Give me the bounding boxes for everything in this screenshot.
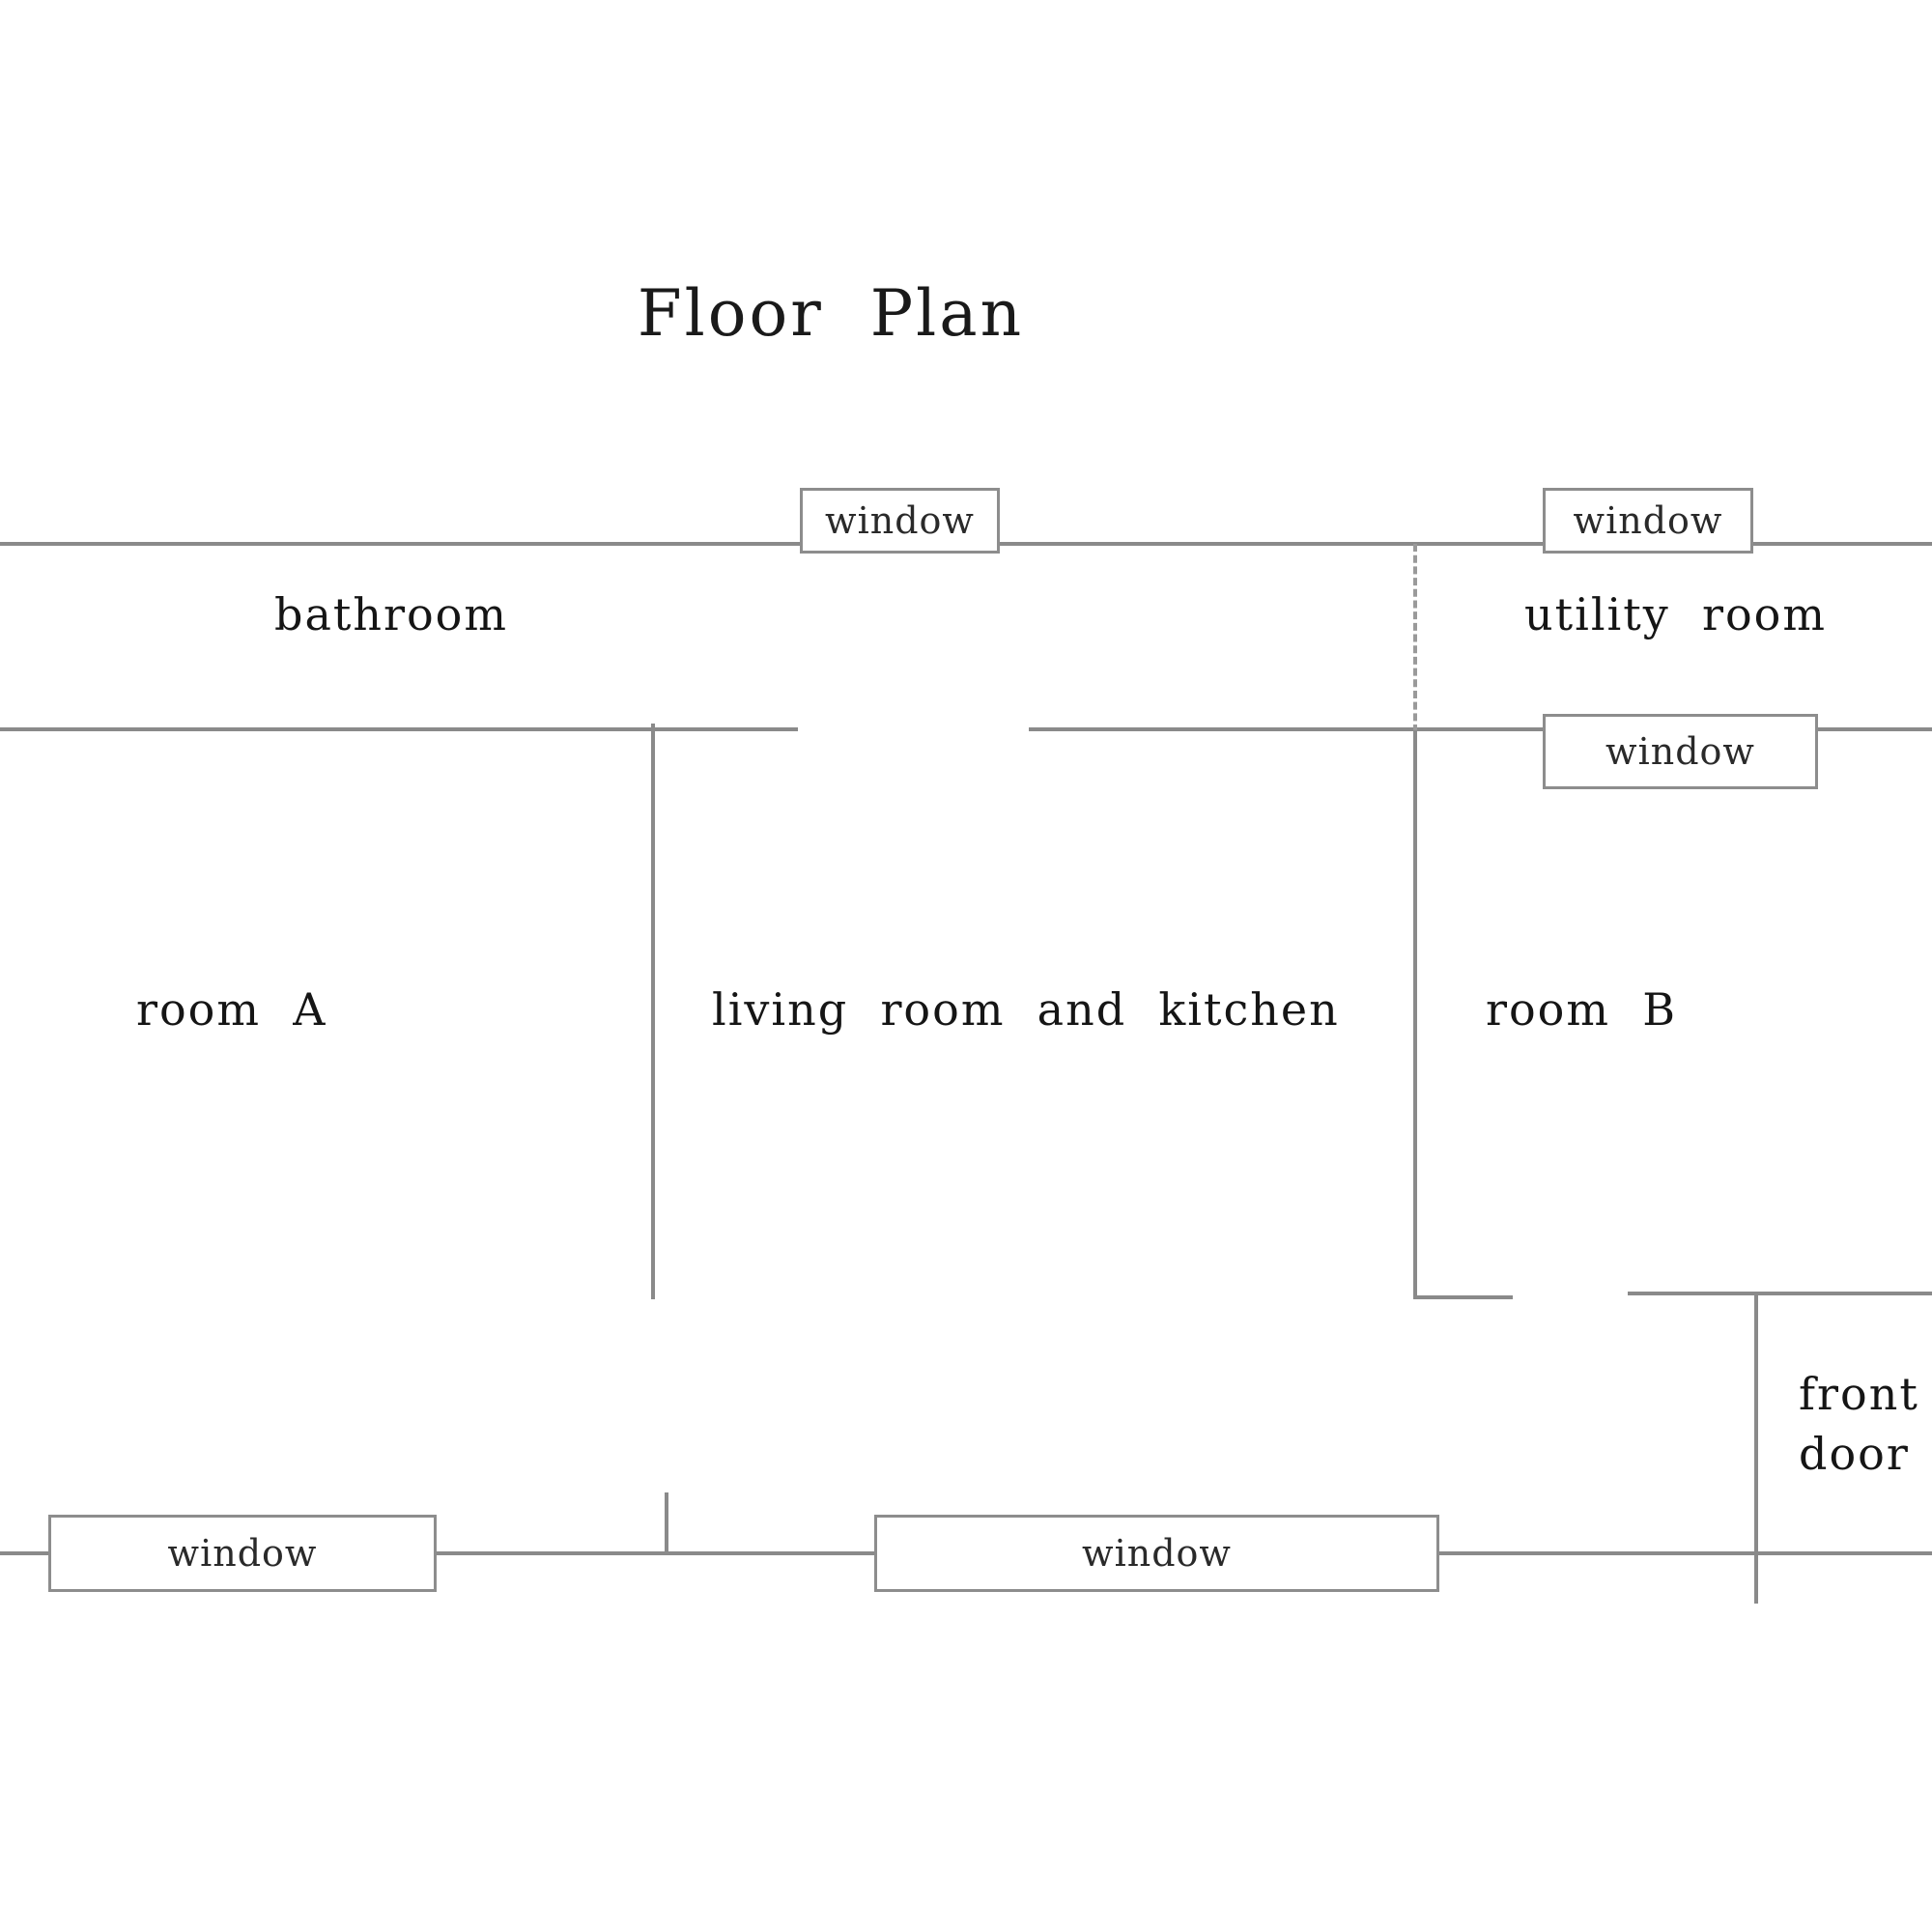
wall-north-segment-left [0, 542, 800, 546]
room-label-living-room-kitchen: living room and kitchen [712, 983, 1340, 1036]
wall-front-entry-top [1628, 1292, 1932, 1295]
wall-stub-room-b-bottom [1413, 1295, 1513, 1299]
wall-divider-room-a-living [651, 724, 655, 1299]
wall-north-segment-middle [1000, 542, 1543, 546]
wall-south-tick [665, 1492, 668, 1553]
window-utility-east[interactable]: window [1543, 714, 1818, 789]
wall-south-segment-middle [437, 1551, 874, 1555]
window-top-left[interactable]: window [800, 488, 1000, 554]
wall-south-segment-far-left [0, 1551, 48, 1555]
room-label-room-b: room B [1486, 983, 1678, 1036]
window-bottom-middle[interactable]: window [874, 1515, 1439, 1592]
window-bottom-left[interactable]: window [48, 1515, 437, 1592]
wall-divider-living-room-b [1413, 730, 1417, 1299]
wall-north-segment-right [1753, 542, 1932, 546]
wall-south-segment-right [1439, 1551, 1932, 1555]
room-label-room-a: room A [136, 983, 327, 1036]
room-label-utility-room: utility room [1524, 588, 1827, 640]
room-label-bathroom: bathroom [274, 588, 508, 640]
window-top-right[interactable]: window [1543, 488, 1753, 554]
wall-interior-upper-left [0, 727, 798, 731]
label-front-door: front door [1799, 1368, 1919, 1481]
wall-interior-upper-far-right [1818, 727, 1932, 731]
wall-divider-dashed-utility [1413, 544, 1417, 732]
wall-front-door-jamb [1754, 1292, 1758, 1604]
page-title: Floor Plan [637, 276, 1025, 351]
wall-interior-upper-right [1029, 727, 1543, 731]
